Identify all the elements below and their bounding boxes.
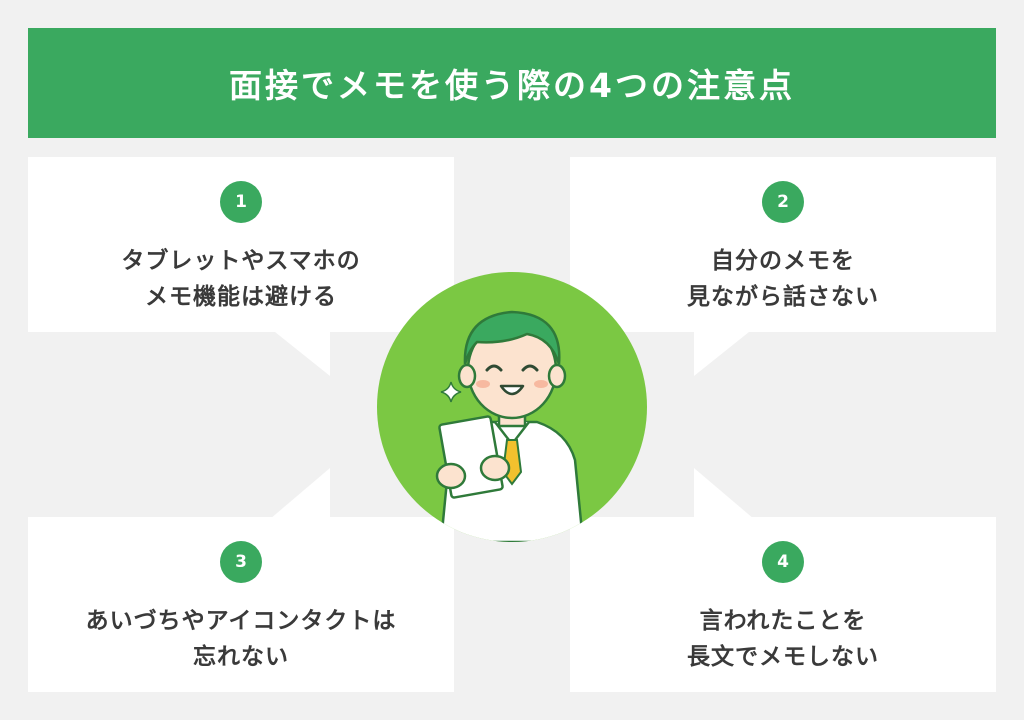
tip-text: タブレットやスマホの メモ機能は避ける [121,243,360,315]
eye-right [521,364,539,372]
tip-text: 自分のメモを 見ながら話さない [687,243,879,315]
tip-card-1: 1 タブレットやスマホの メモ機能は避ける [28,157,454,332]
bubble-tail-2 [694,328,754,376]
hand-left [435,462,467,490]
mouth [499,384,525,396]
illustration-circle [377,272,647,542]
tip-line-1: 言われたことを [699,608,867,634]
tip-card-2: 2 自分のメモを 見ながら話さない [570,157,996,332]
cheek-right [534,380,548,388]
person-illustration [435,310,585,542]
bubble-tail-4 [694,468,754,519]
tip-line-2: 忘れない [192,644,289,670]
tip-line-1: タブレットやスマホの [121,248,361,274]
tip-line-1: 自分のメモを [711,248,855,274]
number-badge: 3 [220,541,262,583]
cheek-left [476,380,490,388]
hair [463,310,561,365]
number-badge: 2 [762,181,804,223]
tip-text: あいづちやアイコンタクトは 忘れない [86,603,397,675]
number-badge: 1 [220,181,262,223]
tip-card-3: 3 あいづちやアイコンタクトは 忘れない [28,517,454,692]
eye-left [485,364,503,372]
ear-left [457,363,477,389]
ear-right [547,363,567,389]
page-title: 面接でメモを使う際の4つの注意点 [229,66,795,105]
tip-card-4: 4 言われたことを 長文でメモしない [570,517,996,692]
tip-line-2: メモ機能は避ける [145,284,337,310]
bubble-tail-1 [270,328,330,376]
tip-line-1: あいづちやアイコンタクトは [85,608,397,634]
tip-line-2: 見ながら話さない [687,284,879,310]
tip-line-2: 長文でメモしない [687,644,879,670]
bubble-tail-3 [270,468,330,519]
number-badge: 4 [762,541,804,583]
sparkle-icon [440,381,462,403]
tip-text: 言われたことを 長文でメモしない [687,603,879,675]
hand-right [479,454,511,482]
title-banner: 面接でメモを使う際の4つの注意点 [28,28,996,138]
